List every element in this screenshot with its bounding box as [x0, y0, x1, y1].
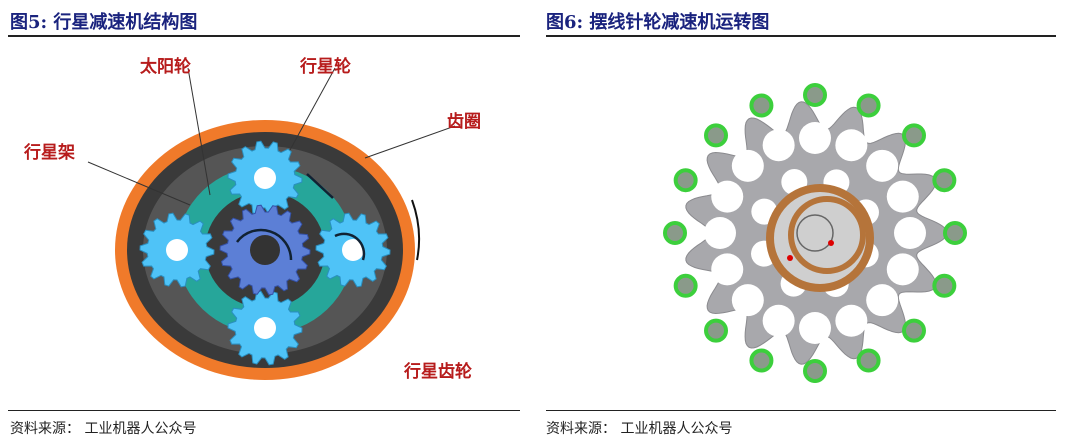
- disk-hole: [731, 284, 764, 317]
- pin: [749, 93, 774, 118]
- divider: [546, 410, 1056, 411]
- eccentric-bearing: [788, 196, 866, 274]
- disk-hole: [762, 129, 795, 162]
- pin: [704, 123, 729, 148]
- disk-hole: [762, 304, 795, 337]
- pin: [704, 318, 729, 343]
- disk-hole: [886, 180, 919, 213]
- pin: [901, 318, 926, 343]
- pin: [803, 83, 827, 107]
- pin: [856, 348, 881, 373]
- shaft: [796, 214, 834, 252]
- disk-hole: [731, 149, 764, 182]
- pin: [673, 168, 698, 193]
- label-planet-gear: 行星轮: [300, 57, 351, 77]
- planet-gear-hole: [166, 239, 188, 261]
- pin: [932, 168, 957, 193]
- disk-hole: [866, 149, 899, 182]
- pin: [943, 221, 967, 245]
- sun-gear-hole: [250, 235, 280, 265]
- figure5-title: 图5: 行星减速机结构图: [10, 12, 198, 33]
- disk-hole: [886, 253, 919, 286]
- pin: [901, 123, 926, 148]
- pin: [663, 221, 687, 245]
- planet-gear-hole: [254, 167, 276, 189]
- rotation-arrow: [411, 199, 421, 261]
- label-ring-gear: 齿圈: [447, 112, 481, 132]
- cycloidal-reducer-diagram: [663, 83, 967, 383]
- planet-gear-hole: [254, 317, 276, 339]
- planet-gear-hole: [342, 239, 364, 261]
- marker: [787, 255, 793, 261]
- disk-hole: [711, 253, 744, 286]
- disk-hole: [704, 217, 736, 249]
- disk-hole: [835, 129, 868, 162]
- disk-hole: [835, 304, 868, 337]
- divider: [8, 410, 520, 411]
- leader-line: [364, 125, 456, 159]
- pin: [932, 273, 957, 298]
- planetary-gear-diagram: [87, 67, 456, 380]
- disk-hole: [799, 312, 831, 344]
- rotation-arrow: [306, 173, 334, 199]
- divider: [8, 35, 520, 37]
- disk-hole: [711, 180, 744, 213]
- rotation-arrow: [334, 232, 366, 261]
- figure6-source: 资料来源： 工业机器人公众号: [546, 421, 733, 437]
- label-sun-gear: 太阳轮: [140, 57, 191, 77]
- leader-line: [289, 67, 336, 151]
- pin: [673, 273, 698, 298]
- pin: [749, 348, 774, 373]
- disk-hole: [799, 122, 831, 154]
- leader-line: [187, 67, 211, 196]
- figure6-title: 图6: 摆线针轮减速机运转图: [546, 12, 770, 33]
- label-carrier: 行星架: [24, 143, 75, 163]
- disk-hole: [866, 284, 899, 317]
- figure5-source: 资料来源： 工业机器人公众号: [10, 421, 197, 437]
- pin: [856, 93, 881, 118]
- label-planetary-gear: 行星齿轮: [404, 362, 472, 382]
- leader-line: [87, 161, 191, 206]
- divider: [546, 35, 1056, 37]
- disk-hole: [894, 217, 926, 249]
- marker: [828, 240, 834, 246]
- rotation-arrow: [236, 228, 293, 261]
- pin: [803, 359, 827, 383]
